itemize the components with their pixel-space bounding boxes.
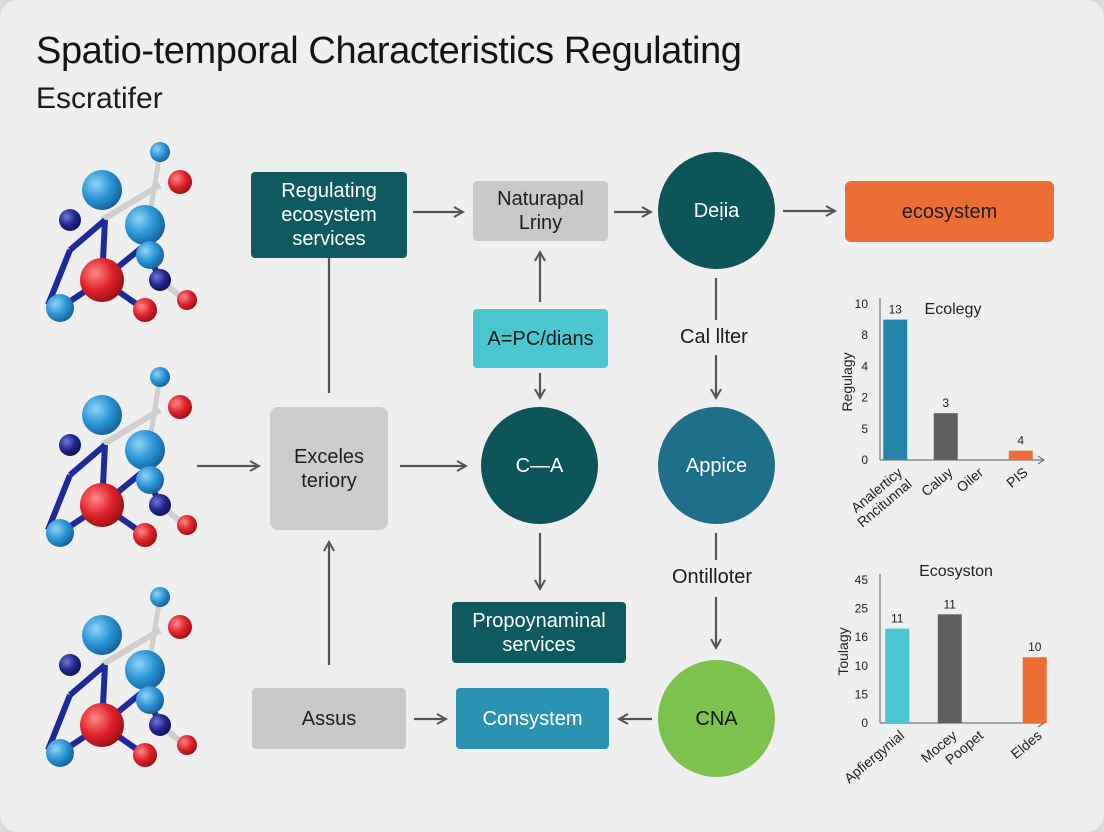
data-label: 11 [944, 597, 957, 611]
node-exceles[interactable]: Exceles teriory [270, 407, 388, 530]
node-label: Naturapal Lriny [497, 188, 584, 234]
node-assus[interactable]: Assus [252, 688, 406, 749]
bar [883, 319, 908, 460]
y-axis-label: Toulagy [835, 627, 851, 675]
bar [937, 614, 962, 723]
node-label: Assus [301, 707, 357, 730]
node-apc[interactable]: A=PC/dians [473, 309, 608, 368]
node-label: C—A [515, 454, 564, 477]
chart-title: Ecosyston [919, 563, 993, 580]
node-label: CNA [695, 707, 738, 730]
y-tick-label: 5 [861, 422, 868, 436]
chart-title: Ecolegy [925, 301, 982, 318]
x-tick-label-line: Apfiergynial [841, 727, 907, 786]
node-ecosystem[interactable]: ecosystem [845, 181, 1054, 242]
node-label: A=PC/dians [487, 327, 594, 350]
node-appice[interactable]: Appice [658, 407, 775, 524]
label-ontilloter: Ontilloter [672, 566, 753, 588]
node-ca[interactable]: C—A [481, 407, 598, 524]
y-tick-label: 0 [861, 453, 868, 467]
bar [885, 628, 910, 723]
y-axis-label: Regulagy [839, 352, 855, 411]
y-tick-label: 0 [861, 716, 868, 730]
bar [1022, 657, 1047, 723]
node-label: Regulating ecosystem services [281, 180, 377, 250]
node-label: Consystem [482, 707, 583, 730]
label-calliter: Cal llter [680, 326, 748, 348]
x-tick-label-line: Eldes [1008, 727, 1045, 762]
node-label: Exceles teriory [293, 445, 365, 492]
bar [933, 413, 958, 460]
data-label: 4 [1017, 434, 1024, 448]
x-tick-label: Apfiergynial [841, 727, 907, 786]
y-tick-label: 10 [855, 659, 869, 673]
node-cna[interactable]: CNA [658, 660, 775, 777]
data-label: 3 [942, 396, 949, 410]
node-dejia[interactable]: Deịia [658, 152, 775, 269]
node-propoynaminal-services[interactable]: Propoynaminal services [452, 602, 626, 663]
node-label: ecosystem [901, 200, 998, 223]
x-tick-label: Eldes [1008, 727, 1045, 762]
y-tick-label: 15 [855, 687, 869, 701]
page-subtitle: Escratifer [36, 82, 163, 115]
node-regulating-ecosystem-services[interactable]: Regulating ecosystem services [251, 172, 407, 258]
y-tick-label: 16 [855, 630, 869, 644]
node-label: Propoynaminal services [472, 609, 606, 656]
node-naturapal[interactable]: Naturapal Lriny [473, 181, 608, 241]
y-tick-label: 4 [861, 359, 868, 373]
data-label: 13 [889, 303, 903, 317]
node-label: Appice [685, 454, 748, 477]
page-title: Spatio-temporal Characteristics Regulati… [36, 30, 742, 72]
y-tick-label: 8 [861, 328, 868, 342]
y-tick-label: 2 [861, 391, 868, 405]
bar [1008, 450, 1033, 460]
node-label: Deịia [693, 199, 740, 222]
data-label: 11 [891, 612, 904, 626]
x-axis-arrowhead [1037, 455, 1046, 465]
node-consystem[interactable]: Consystem [456, 688, 609, 749]
y-tick-label: 10 [855, 297, 869, 311]
y-tick-label: 25 [855, 602, 869, 616]
y-tick-label: 45 [855, 573, 869, 587]
data-label: 10 [1028, 640, 1042, 654]
